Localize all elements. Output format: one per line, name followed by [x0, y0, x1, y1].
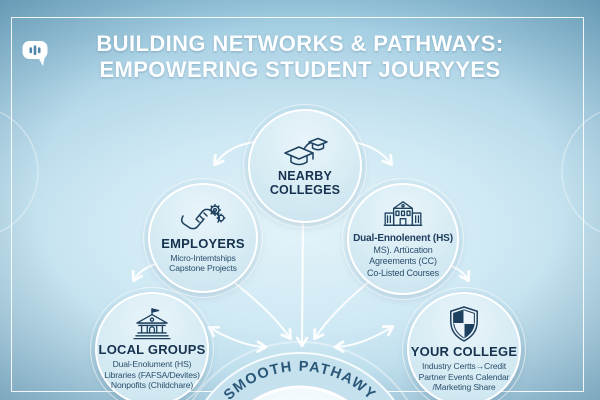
- decor-circle-left: [0, 111, 39, 233]
- arrow-college-hub-two-way: [333, 325, 395, 353]
- node-dual-enrollment: Dual-Ennolenent (HS) MS). Artücation Agr…: [342, 178, 464, 300]
- body-line: Dual-Ennolenent (HS): [353, 233, 453, 244]
- heading-line-2: COLLEGES: [269, 183, 341, 197]
- node-heading: YOUR COLLEGE: [410, 344, 518, 360]
- body-line: Nonpofits (Childchare): [110, 380, 194, 391]
- node-local-groups: LOCAL GROUPS Dual-Enolument (HS) Librari…: [90, 287, 214, 400]
- hub-ring-band: [205, 352, 395, 400]
- body-line: Co-Listed Courses: [367, 267, 439, 278]
- body-line: Partner Events Calendar: [418, 371, 510, 382]
- node-body: Dual-Ennolenent (HS) MS). Artücation Agr…: [353, 233, 453, 279]
- handshake-gears-icon: [180, 203, 226, 229]
- node-employers: EMPLOYERS Micro-Intemtships Capstone Pro…: [143, 178, 263, 298]
- heading-line-1: NEARBY: [278, 169, 332, 183]
- node-heading: EMPLOYERS: [161, 235, 245, 251]
- body-line: Micro-Intemtships: [170, 252, 236, 263]
- quartered-shield-icon: [450, 306, 478, 343]
- node-body: Micro-Intemtships Capstone Projects: [169, 253, 237, 274]
- node-body: Industry Certts→Credit Partner Events Ca…: [419, 361, 510, 393]
- node-nearby-colleges: NEARBY COLLEGES: [243, 104, 367, 228]
- poster-title: BUILDING NETWORKS & PATHWAYS: EMPOWERING…: [0, 31, 600, 83]
- graduation-caps-icon: [284, 137, 328, 166]
- bank-flag-icon: [133, 308, 171, 340]
- decor-circle-right: [561, 111, 600, 233]
- title-line-1: BUILDING NETWORKS & PATHWAYS:: [96, 31, 504, 56]
- arrow-local-hub-two-way: [207, 325, 268, 353]
- node-heading: NEARBY COLLEGES: [270, 169, 340, 197]
- school-building-icon: [383, 201, 423, 226]
- body-line: Capstone Projects: [169, 263, 237, 273]
- title-line-2: EMPOWERING STUDENT JOURYYES: [99, 57, 501, 82]
- arrow-nearby-to-employers: [213, 141, 255, 167]
- arrow-employers-to-local: [131, 263, 157, 283]
- body-line: Dual-Enolument (HS): [112, 359, 192, 370]
- arrow-nearby-to-hub: [295, 220, 309, 348]
- speech-bubble-equalizer-logo: [22, 41, 48, 66]
- body-line: Libraries (FAFSA/Devites): [104, 369, 200, 380]
- arrow-dual-to-hub: [313, 279, 372, 341]
- node-your-college: YOUR COLLEGE Industry Certts→Credit Part…: [402, 287, 526, 400]
- node-heading: LOCAL GROUPS: [98, 342, 206, 358]
- node-body: Dual-Enolument (HS) Libraries (FAFSA/Dev…: [104, 359, 200, 391]
- arrow-employers-to-hub: [230, 279, 292, 341]
- body-line: MS). Artücation: [373, 244, 433, 255]
- body-line: Industry Certts→Credit: [421, 361, 507, 372]
- hub-inner-circle: [252, 385, 348, 400]
- body-line: /Marketing Share: [432, 382, 496, 393]
- body-line: Agreements (CC): [369, 256, 437, 266]
